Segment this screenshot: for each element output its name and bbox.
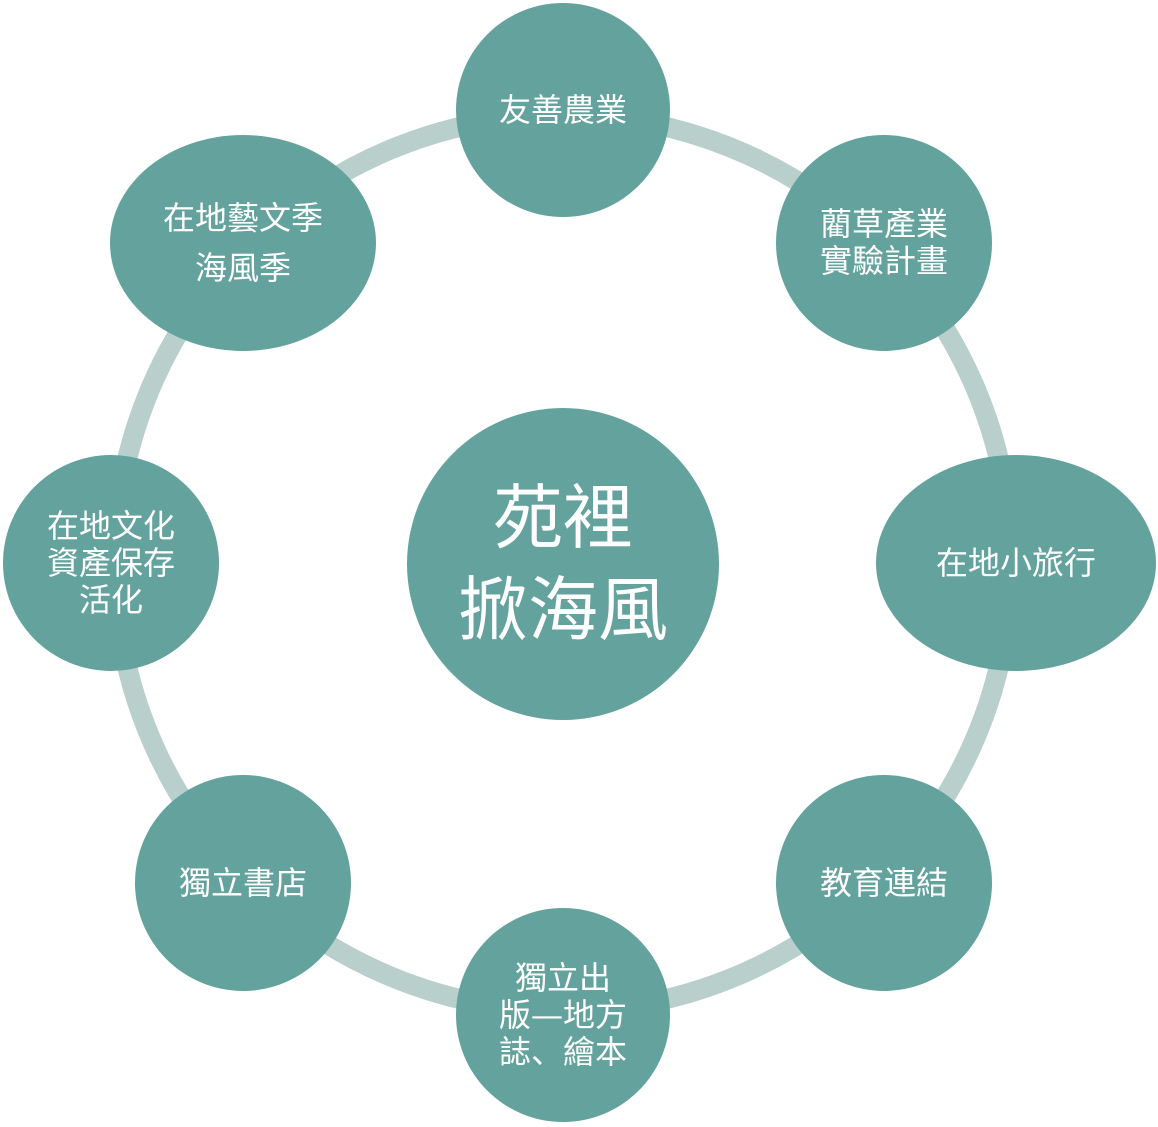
center-label-line: 苑裡 bbox=[493, 477, 633, 559]
center-label-line: 掀海風 bbox=[458, 569, 668, 651]
node-label-line: 獨立書店 bbox=[178, 864, 307, 902]
node-label-line: 在地小旅行 bbox=[935, 544, 1096, 582]
center-node[interactable]: 苑裡 掀海風 bbox=[407, 408, 719, 720]
node-label-line: 誌、繪本 bbox=[498, 1032, 627, 1071]
node-label-line: 藺草產業 bbox=[819, 205, 948, 243]
node-label-line: 在地藝文季 bbox=[162, 199, 323, 237]
node-label-line: 實驗計畫 bbox=[819, 242, 948, 280]
node-label-line: 獨立出 bbox=[514, 958, 611, 997]
node-local-trips[interactable]: 在地小旅行 bbox=[876, 455, 1156, 671]
node-label-line: 海風季 bbox=[194, 249, 291, 287]
node-independent-bookstore[interactable]: 獨立書店 bbox=[135, 775, 351, 991]
node-label-line: 教育連結 bbox=[819, 864, 948, 902]
node-cultural-heritage[interactable]: 在地文化 資產保存 活化 bbox=[3, 455, 219, 671]
node-label-line: 版—地方 bbox=[498, 995, 627, 1034]
node-label-line: 友善農業 bbox=[498, 91, 627, 129]
node-education-link[interactable]: 教育連結 bbox=[776, 775, 992, 991]
node-label-line: 資產保存 bbox=[46, 543, 175, 582]
node-friendly-agriculture[interactable]: 友善農業 bbox=[456, 3, 670, 217]
node-independent-publishing[interactable]: 獨立出 版—地方 誌、繪本 bbox=[456, 908, 670, 1122]
node-label-line: 在地文化 bbox=[46, 506, 175, 545]
node-rush-industry[interactable]: 藺草產業 實驗計畫 bbox=[776, 135, 992, 351]
node-label-line: 活化 bbox=[78, 580, 143, 619]
node-art-festival[interactable]: 在地藝文季 海風季 bbox=[110, 135, 376, 351]
